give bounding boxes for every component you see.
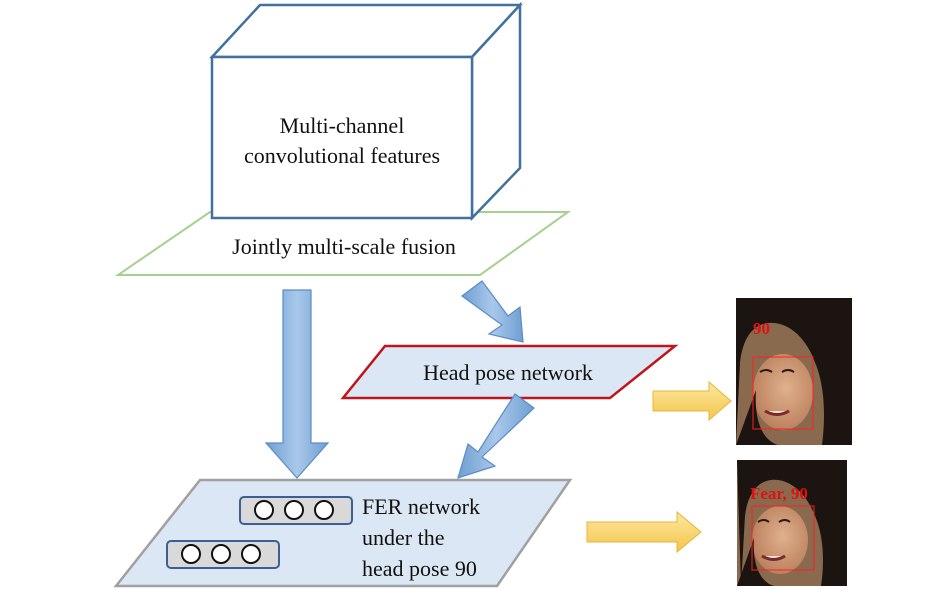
neuron-node: [314, 500, 334, 520]
feature-block-label-line1: Multi-channel: [280, 113, 405, 138]
fusion-plane: Jointly multi-scale fusion: [114, 211, 572, 276]
arrow-fusion-to-headpose: [460, 280, 524, 343]
face-image-bottom: Fear, 90: [737, 460, 847, 586]
neuron-node: [211, 544, 231, 564]
neuron-node: [254, 500, 274, 520]
arrow-fer-output: [586, 510, 702, 554]
feature-block-label-line2: convolutional features: [244, 143, 440, 168]
arrow-fusion-to-fer: [264, 289, 330, 479]
neuron-layer-lower: [166, 540, 280, 569]
fer-label-line2: under the: [362, 525, 444, 550]
arrow-headpose-output: [652, 380, 732, 422]
feature-block: Multi-channel convolutional features: [209, 1, 523, 222]
fer-label-line1: FER network: [362, 494, 480, 519]
neuron-layer-upper: [239, 496, 353, 525]
head-pose-label: Head pose network: [423, 360, 593, 385]
head-pose-network: Head pose network: [340, 344, 679, 400]
face-bottom-label: Fear, 90: [750, 484, 808, 503]
fer-label-line3: head pose 90: [362, 556, 477, 581]
neuron-node: [241, 544, 261, 564]
neuron-node: [284, 500, 304, 520]
fer-network: FER network under the head pose 90: [113, 478, 573, 588]
arrow-headpose-to-fer: [457, 393, 535, 479]
fusion-plane-label: Jointly multi-scale fusion: [232, 234, 456, 259]
face-top-label: 90: [753, 319, 770, 338]
face-image-top: 90: [736, 298, 852, 445]
neuron-node: [181, 544, 201, 564]
